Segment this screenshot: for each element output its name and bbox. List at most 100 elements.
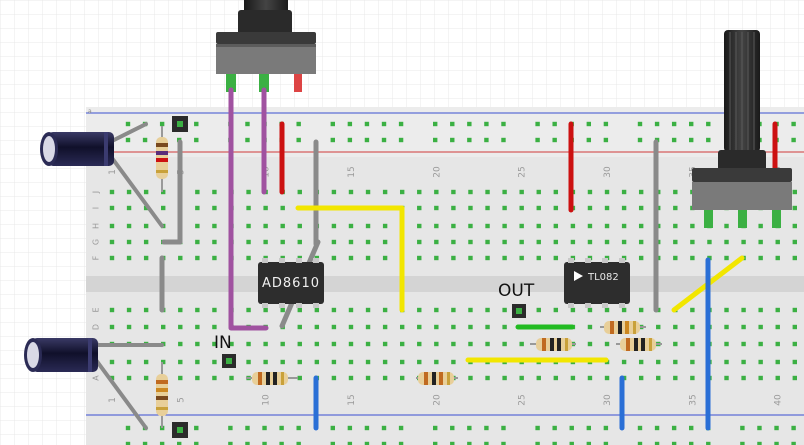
breadboard-hole <box>382 239 388 245</box>
breadboard-hole <box>382 375 388 381</box>
breadboard-hole <box>553 189 559 195</box>
breadboard-hole <box>212 375 217 381</box>
breadboard-hole <box>502 255 507 261</box>
breadboard-hole <box>212 307 217 313</box>
breadboard-hole <box>724 239 729 245</box>
breadboard-hole <box>536 223 541 229</box>
breadboard-hole <box>246 223 251 229</box>
breadboard-hole <box>330 425 335 431</box>
breadboard-hole <box>535 121 540 127</box>
breadboard-hole <box>161 359 166 365</box>
breadboard-hole <box>485 341 490 347</box>
breadboard-hole <box>450 425 455 431</box>
breadboard-hole <box>741 324 746 330</box>
breadboard-hole <box>245 121 250 127</box>
breadboard-hole <box>690 255 695 261</box>
capacitor-lead <box>112 122 148 142</box>
breadboard-hole <box>621 205 627 211</box>
breadboard-hole <box>690 375 695 381</box>
breadboard-hole <box>381 137 387 143</box>
breadboard-hole <box>673 341 678 347</box>
breadboard-hole <box>296 121 301 127</box>
breadboard-hole <box>536 255 541 261</box>
breadboard-hole <box>468 307 473 313</box>
breadboard-hole <box>245 441 250 445</box>
breadboard-hole <box>126 205 132 211</box>
breadboard-hole <box>673 239 678 245</box>
breadboard-hole <box>399 375 405 381</box>
breadboard-hole <box>433 441 438 445</box>
breadboard-hole <box>586 441 592 445</box>
breadboard-hole <box>125 137 131 143</box>
breadboard-hole <box>553 205 559 211</box>
breadboard-hole <box>569 441 574 445</box>
breadboard-hole <box>212 239 217 245</box>
breadboard-hole <box>434 341 439 347</box>
breadboard-hole <box>587 239 593 245</box>
breadboard-hole <box>347 137 353 143</box>
breadboard-hole <box>143 359 149 365</box>
breadboard-hole <box>212 341 217 347</box>
breadboard-hole <box>587 324 593 330</box>
breadboard-hole <box>706 441 711 445</box>
breadboard-hole <box>417 359 422 365</box>
breadboard-hole <box>348 189 354 195</box>
row-label: F <box>92 255 101 260</box>
breadboard-hole <box>297 223 302 229</box>
column-label: 20 <box>432 166 442 178</box>
breadboard-hole <box>109 359 115 365</box>
breadboard-hole <box>348 239 354 245</box>
capacitor-bottom <box>24 338 98 372</box>
breadboard-hole <box>758 375 763 381</box>
breadboard-hole <box>519 341 524 347</box>
breadboard-hole <box>656 359 661 365</box>
breadboard-hole <box>451 359 456 365</box>
breadboard-hole <box>740 441 745 445</box>
breadboard-hole <box>399 359 405 365</box>
breadboard-hole <box>536 189 541 195</box>
breadboard-hole <box>791 425 796 431</box>
breadboard-hole <box>398 441 404 445</box>
breadboard-hole <box>417 189 422 195</box>
breadboard-hole <box>468 324 473 330</box>
column-label: 1 <box>108 169 118 175</box>
breadboard-hole <box>331 341 337 347</box>
breadboard-hole <box>195 205 200 211</box>
breadboard-hole <box>741 359 746 365</box>
logo-mark-icon <box>574 271 583 281</box>
breadboard-hole <box>109 255 115 261</box>
breadboard-hole <box>348 359 354 365</box>
breadboard-hole <box>468 375 473 381</box>
breadboard-hole <box>791 137 796 143</box>
breadboard-hole <box>398 121 404 127</box>
breadboard-hole <box>552 425 557 431</box>
breadboard-hole <box>791 121 796 127</box>
breadboard-hole <box>706 137 711 143</box>
column-label: 25 <box>518 394 528 405</box>
breadboard-hole <box>365 255 371 261</box>
breadboard-hole <box>656 375 661 381</box>
breadboard-hole <box>485 223 490 229</box>
in-connector: IN <box>214 333 236 368</box>
breadboard-hole <box>689 441 694 445</box>
breadboard-hole <box>536 307 541 313</box>
breadboard-hole <box>212 223 217 229</box>
breadboard-hole <box>741 375 746 381</box>
breadboard-hole <box>331 307 337 313</box>
breadboard-hole <box>399 189 405 195</box>
breadboard-hole <box>501 425 506 431</box>
breadboard-hole <box>348 255 354 261</box>
breadboard-hole <box>468 341 473 347</box>
column-label: 1 <box>108 397 118 403</box>
column-label: 30 <box>603 394 613 406</box>
breadboard-hole <box>536 205 541 211</box>
breadboard-hole <box>519 189 524 195</box>
breadboard-hole <box>246 255 251 261</box>
breadboard-hole <box>194 137 199 143</box>
row-label: I <box>92 207 101 209</box>
breadboard-hole <box>280 223 285 229</box>
breadboard-hole <box>143 205 149 211</box>
breadboard-hole <box>382 307 388 313</box>
breadboard-hole <box>195 341 200 347</box>
breadboard-hole <box>279 425 284 431</box>
